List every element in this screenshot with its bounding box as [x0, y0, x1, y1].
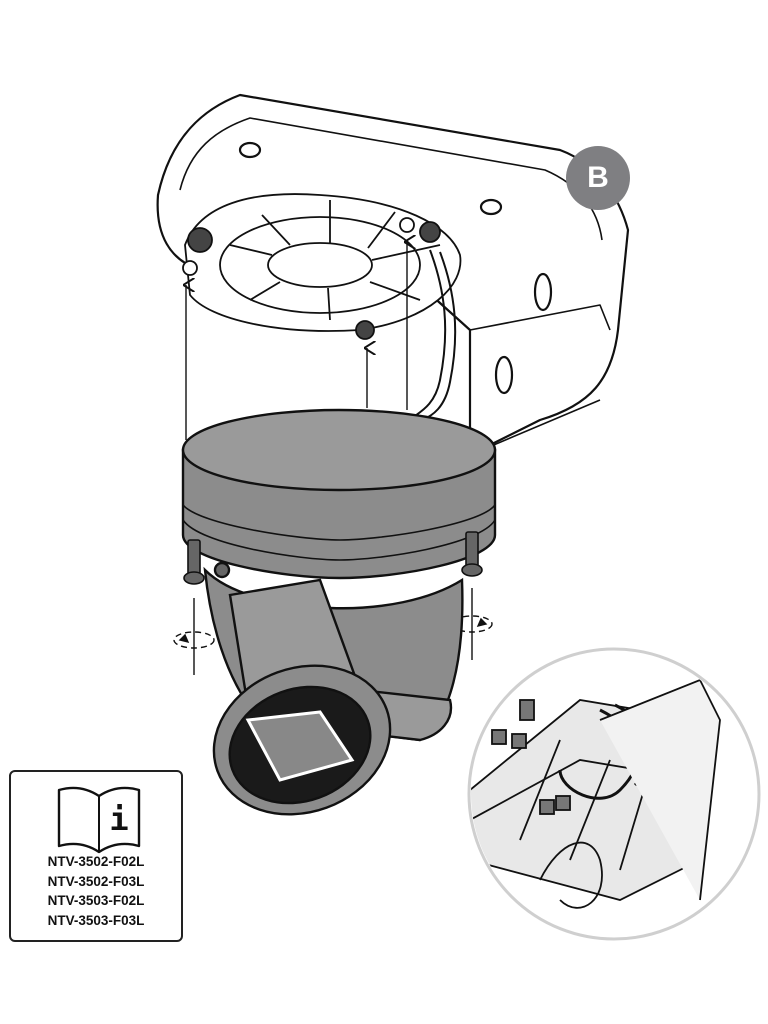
info-glyph: i — [109, 800, 128, 838]
manual-reference-box: i NTV-3502-F02L NTV-3502-F03L NTV-3503-F… — [9, 770, 183, 942]
model-number: NTV-3503-F03L — [47, 912, 145, 928]
detail-inset — [467, 647, 761, 941]
model-number: NTV-3503-F02L — [47, 893, 145, 908]
camera-head — [203, 561, 464, 816]
model-number: NTV-3502-F03L — [47, 873, 145, 889]
cable — [411, 249, 447, 419]
alignment-arrows — [186, 242, 407, 440]
model-number: NTV-3502-F02L — [47, 854, 145, 869]
step-b-badge: B — [566, 146, 630, 210]
camera-base — [181, 408, 497, 580]
captive-screws — [183, 531, 483, 585]
model-list: NTV-3502-F02L NTV-3502-F03L NTV-3503-F02… — [11, 852, 181, 930]
mounting-plate — [182, 193, 462, 340]
manual-info-icon: i — [57, 786, 141, 854]
step-badge-label: B — [587, 161, 609, 194]
